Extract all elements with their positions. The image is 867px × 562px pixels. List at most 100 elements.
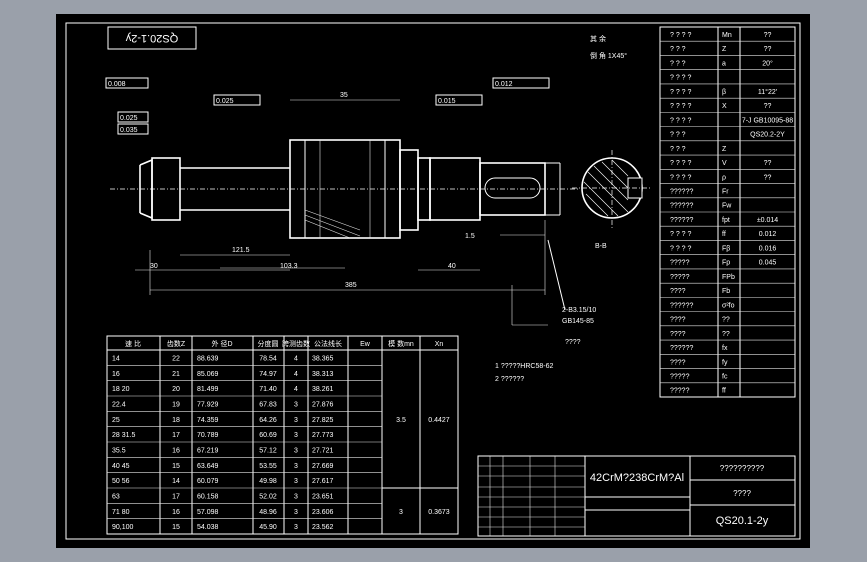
- ratio-cell: 48.96: [259, 509, 277, 516]
- param-label: ?????: [670, 260, 690, 267]
- part-code-text: QS20.1-2y: [716, 515, 769, 527]
- ratio-cell: 18 20: [112, 386, 130, 393]
- ratio-cell: 67.83: [259, 401, 277, 408]
- center-hole-note: 2-B3.15/10: [562, 307, 596, 314]
- ratio-cell: 22.4: [112, 401, 126, 408]
- ratio-header: 速 比: [125, 339, 141, 348]
- param-symbol: Z: [722, 146, 727, 153]
- ratio-cell: 14: [112, 355, 120, 362]
- svg-text:0.008: 0.008: [108, 81, 126, 88]
- param-label: ? ? ? ?: [670, 245, 692, 252]
- param-value: 0.045: [759, 260, 777, 267]
- tech-notes-title: ????: [565, 339, 581, 346]
- drawing-number-box: QS20.1-2y: [107, 26, 197, 50]
- param-label: ? ? ?: [670, 60, 686, 67]
- param-symbol: fc: [722, 374, 728, 381]
- param-symbol: Fw: [722, 203, 732, 210]
- dim-b: 121.5: [232, 247, 250, 254]
- ratio-cell: 3: [294, 401, 298, 408]
- param-value: 0.012: [759, 231, 777, 238]
- ratio-header: 模 数mn: [388, 339, 414, 348]
- title-block: 42CrM?238CrM?Al ?????????? ???? QS20.1-2…: [477, 455, 796, 537]
- section-label: B-B: [595, 243, 607, 250]
- ratio-cell: 57.12: [259, 447, 277, 454]
- param-label: ? ? ?: [670, 146, 686, 153]
- param-symbol: fy: [722, 359, 728, 366]
- param-value: 0.016: [759, 245, 777, 252]
- param-label: ??????: [670, 203, 693, 210]
- ratio-cell: 52.02: [259, 493, 277, 500]
- param-value: ??: [764, 32, 772, 39]
- ratio-header: 分度圆: [258, 339, 279, 348]
- part-name-text: ??????????: [720, 464, 765, 473]
- xn-1: 0.4427: [428, 417, 450, 424]
- ratio-cell: 21: [172, 371, 180, 378]
- center-hole-std: GB145-85: [562, 318, 594, 325]
- ratio-cell: 45.90: [259, 524, 277, 531]
- param-label: ?????: [670, 274, 690, 281]
- svg-text:0.012: 0.012: [495, 81, 513, 88]
- param-label: ? ? ? ?: [670, 75, 692, 82]
- dimension-lines: [135, 99, 566, 326]
- ratio-cell: 64.26: [259, 417, 277, 424]
- ratio-cell: 27.721: [312, 447, 334, 454]
- ratio-cell: 63: [112, 493, 120, 500]
- ratio-cell: 27.773: [312, 432, 334, 439]
- param-symbol: FPb: [722, 274, 735, 281]
- param-label: ????: [670, 288, 686, 295]
- param-value: 7-J GB10095-88: [742, 117, 793, 124]
- ratio-cell: 3: [294, 463, 298, 470]
- param-label: ????: [670, 359, 686, 366]
- ratio-cell: 70.789: [197, 432, 219, 439]
- param-value: 11°22': [758, 88, 777, 96]
- ratio-cell: 53.55: [259, 463, 277, 470]
- param-symbol: Fβ: [722, 245, 730, 252]
- ratio-cell: 35.5: [112, 447, 126, 454]
- param-label: ??????: [670, 189, 693, 196]
- param-label: ? ? ? ?: [670, 117, 692, 124]
- svg-text:0.035: 0.035: [120, 127, 138, 134]
- dim-f: 35: [340, 92, 348, 99]
- param-symbol: Fr: [722, 189, 729, 196]
- ratio-cell: 27.876: [312, 401, 334, 408]
- dim-g: 1.5: [465, 233, 475, 240]
- ratio-cell: 90,100: [112, 524, 134, 531]
- param-value: ??: [764, 174, 772, 181]
- param-symbol: X: [722, 103, 727, 110]
- ratio-cell: 3: [294, 509, 298, 516]
- ratio-cell: 74.359: [197, 417, 219, 424]
- ratio-cell: 15: [172, 463, 180, 470]
- ratio-cell: 40 45: [112, 463, 130, 470]
- svg-text:0.025: 0.025: [216, 98, 234, 105]
- ratio-cell: 3: [294, 493, 298, 500]
- param-label: ? ? ? ?: [670, 174, 692, 181]
- ratio-cell: 4: [294, 371, 298, 378]
- ratio-header: 外 径D: [212, 339, 233, 348]
- ratio-cell: 16: [112, 371, 120, 378]
- ratio-cell: 54.038: [197, 524, 219, 531]
- ratio-cell: 60.079: [197, 478, 219, 485]
- param-symbol: β: [722, 89, 726, 96]
- drawing-number-text: QS20.1-2y: [125, 32, 178, 44]
- param-symbol: σ²fo: [722, 302, 735, 309]
- ratio-cell: 27.825: [312, 417, 334, 424]
- chamfer-note: 倒 角 1X45°: [590, 51, 627, 60]
- ratio-cell: 23.562: [312, 524, 334, 531]
- param-symbol: Z: [722, 46, 727, 53]
- ratio-cell: 60.69: [259, 432, 277, 439]
- ratio-cell: 17: [172, 493, 180, 500]
- shaft-drawing: [110, 139, 652, 239]
- ratio-cell: 3: [294, 478, 298, 485]
- param-symbol: Fp: [722, 260, 730, 267]
- ratio-header: Ew: [360, 341, 371, 348]
- param-label: ? ? ? ?: [670, 89, 692, 96]
- inner-border: [65, 22, 801, 540]
- ratio-cell: 71 80: [112, 509, 130, 516]
- tolerance-frames: 0.008 0.025 0.015 0.012 0.025 0.035: [105, 77, 550, 135]
- ratio-cell: 16: [172, 447, 180, 454]
- module-2: 3: [399, 509, 403, 516]
- ratio-header: 跨测齿数: [282, 339, 310, 348]
- svg-text:0.015: 0.015: [438, 98, 456, 105]
- param-label: ? ? ? ?: [670, 103, 692, 110]
